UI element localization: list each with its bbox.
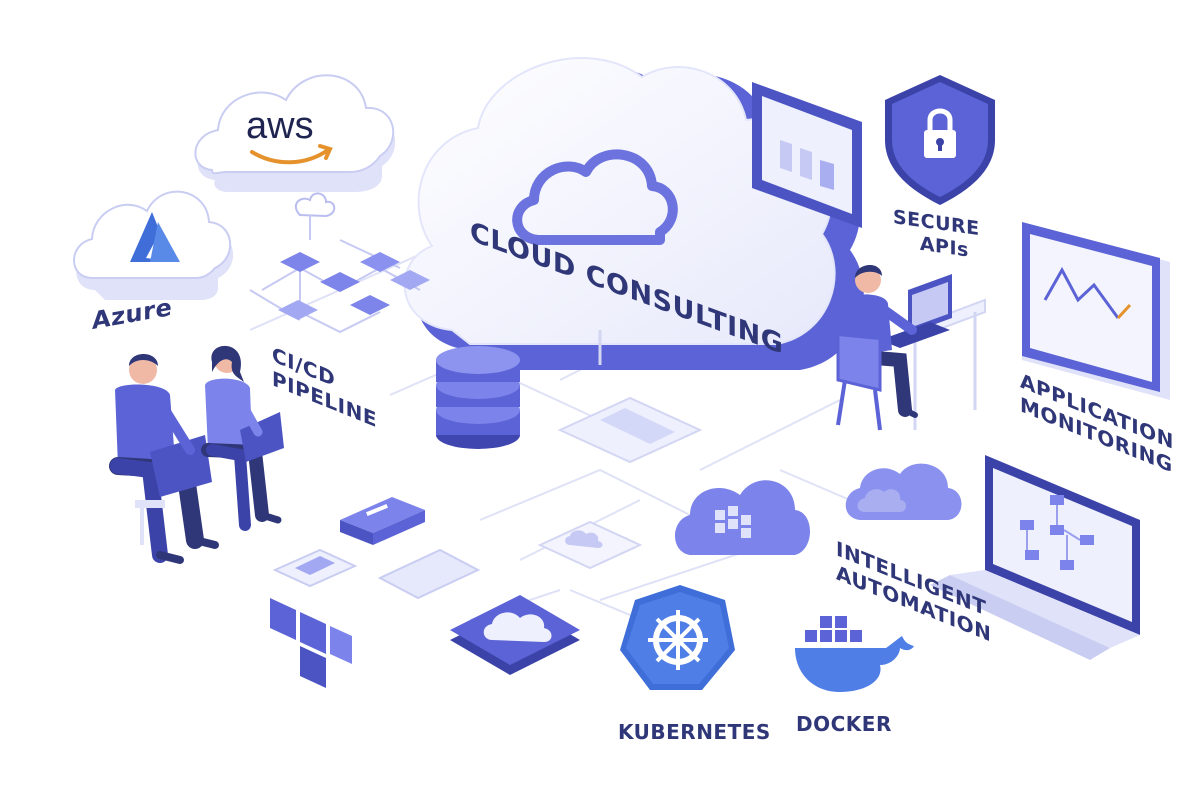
cloud-icon — [512, 149, 678, 245]
azure-cloud — [73, 190, 234, 300]
storage-device-icon — [340, 497, 425, 545]
shield-lock-icon — [885, 75, 995, 205]
aws-logo-smile — [250, 144, 333, 165]
kubernetes-label: KUBERNETES — [618, 720, 771, 744]
aws-cloud — [194, 74, 396, 192]
flat-panel-icon — [377, 548, 481, 600]
iso-card-icon — [537, 520, 643, 570]
docker-label: DOCKER — [796, 712, 892, 736]
laptop-workflow-icon — [930, 455, 1140, 660]
team-figures — [109, 345, 284, 564]
server-panel-icon — [557, 396, 703, 464]
flat-tile-icon — [272, 548, 358, 588]
kubernetes-logo-icon — [620, 585, 735, 690]
docker-logo-icon — [795, 616, 914, 692]
cloud-data-icon — [675, 480, 810, 555]
monitoring-chart-board-icon — [1022, 222, 1170, 400]
aws-label: aws — [246, 105, 314, 147]
cloud-tile-icon — [450, 595, 580, 675]
dashboard-monitor-icon — [752, 82, 862, 228]
terraform-blocks-icon — [270, 598, 352, 688]
automation-cloud-icon — [845, 463, 962, 520]
developer-at-desk-figure — [836, 264, 986, 431]
pipeline-diagram-icon — [249, 192, 430, 334]
database-icon — [436, 346, 520, 449]
azure-logo-icon — [130, 212, 178, 262]
